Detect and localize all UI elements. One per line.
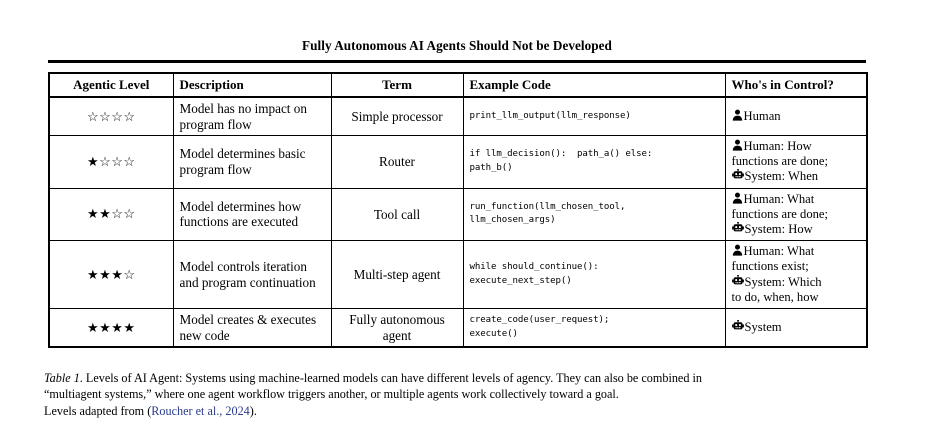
cell-agentic-level: ★★★☆ bbox=[48, 240, 174, 310]
control-entry-continuation: functions are done; bbox=[731, 154, 829, 169]
caption-line-3-prefix: Levels adapted from ( bbox=[44, 403, 152, 418]
column-header-example-code: Example Code bbox=[462, 72, 726, 98]
control-entry: Human: How bbox=[732, 139, 861, 154]
cell-term: Simple processor bbox=[330, 96, 464, 136]
person-icon bbox=[732, 109, 743, 121]
caption-line-3: Levels adapted from (Roucher et al., 202… bbox=[44, 403, 892, 419]
control-entry: System: Which bbox=[731, 274, 861, 290]
caption-line-2: “multiagent systems,” where one agent wo… bbox=[44, 387, 619, 402]
cell-whos-in-control: Human bbox=[724, 96, 868, 136]
control-entry-label: System: How bbox=[744, 222, 813, 237]
robot-icon bbox=[731, 274, 744, 287]
cell-description: Model creates & executes new code bbox=[172, 308, 332, 348]
cell-term: Multi-step agent bbox=[330, 240, 464, 310]
cell-example-code: while should_continue(): execute_next_st… bbox=[462, 240, 726, 310]
citation-link[interactable]: Roucher et al., 2024 bbox=[151, 403, 250, 418]
cell-example-code: print_llm_output(llm_response) bbox=[462, 96, 726, 136]
control-entry: Human: What bbox=[732, 192, 861, 207]
star-rating: ★★★☆ bbox=[86, 266, 136, 282]
cell-example-code: create_code(user_request); execute() bbox=[462, 308, 726, 348]
column-header-whos-in-control: Who's in Control? bbox=[724, 72, 868, 98]
caption-line-1: . Levels of AI Agent: Systems using mach… bbox=[79, 371, 702, 385]
star-rating: ★★☆☆ bbox=[86, 206, 136, 222]
agentic-levels-table: Agentic Level Description Term Example C… bbox=[48, 72, 868, 349]
control-entry-label: System bbox=[744, 319, 782, 334]
control-entry: System: How bbox=[731, 222, 861, 237]
control-entry-label: System: When bbox=[744, 169, 819, 184]
cell-agentic-level: ☆☆☆☆ bbox=[48, 96, 174, 136]
star-rating: ★☆☆☆ bbox=[86, 153, 136, 169]
control-entry-label: Human bbox=[743, 108, 781, 123]
column-header-term: Term bbox=[330, 72, 464, 98]
cell-description: Model determines how functions are execu… bbox=[172, 187, 332, 242]
control-entry: System: When bbox=[731, 169, 861, 184]
table-caption: Table 1. Levels of AI Agent: Systems usi… bbox=[44, 370, 892, 419]
agentic-levels-table-container: Agentic Level Description Term Example C… bbox=[48, 72, 868, 349]
control-entry-label: System: Which bbox=[744, 274, 822, 289]
star-rating: ★★★★ bbox=[86, 319, 136, 335]
caption-label: Table 1 bbox=[44, 371, 80, 385]
cell-description: Model determines basic program flow bbox=[172, 135, 332, 189]
control-entry-label: Human: What bbox=[743, 244, 815, 259]
cell-term: Tool call bbox=[330, 187, 464, 242]
cell-agentic-level: ★☆☆☆ bbox=[48, 135, 174, 189]
caption-line-3-suffix: ). bbox=[249, 403, 257, 418]
person-icon bbox=[732, 192, 743, 204]
table-row: ★★☆☆ Model determines how functions are e… bbox=[48, 187, 868, 242]
control-entry-label: Human: What bbox=[743, 191, 815, 206]
cell-example-code: run_function(llm_chosen_tool, llm_chosen… bbox=[462, 187, 726, 242]
robot-icon bbox=[731, 169, 744, 181]
control-entry: Human bbox=[732, 109, 861, 124]
cell-description: Model has no impact on program flow bbox=[172, 96, 332, 136]
control-entry: System bbox=[731, 319, 861, 335]
robot-icon bbox=[731, 222, 744, 234]
control-entry: Human: What bbox=[732, 244, 861, 259]
cell-term: Router bbox=[330, 135, 464, 189]
control-entry-continuation: functions exist; bbox=[731, 259, 809, 274]
column-header-agentic-level: Agentic Level bbox=[48, 72, 174, 98]
document-title-container: Fully Autonomous AI Agents Should Not be… bbox=[48, 38, 866, 54]
star-rating: ☆☆☆☆ bbox=[86, 108, 136, 124]
person-icon bbox=[732, 139, 743, 151]
title-horizontal-rule bbox=[48, 60, 866, 63]
cell-agentic-level: ★★★★ bbox=[48, 308, 174, 348]
table-row: ★★★☆ Model controls iteration and program… bbox=[48, 240, 868, 310]
person-icon bbox=[732, 244, 743, 256]
control-entry-continuation: to do, when, how bbox=[731, 289, 819, 304]
cell-term: Fully autonomous agent bbox=[330, 308, 464, 348]
control-entry-continuation: functions are done; bbox=[731, 206, 829, 221]
control-entry-label: Human: How bbox=[743, 139, 812, 153]
cell-description: Model controls iteration and program con… bbox=[172, 240, 332, 310]
cell-whos-in-control: System bbox=[724, 308, 868, 348]
column-header-description: Description bbox=[172, 72, 332, 98]
robot-icon bbox=[731, 319, 744, 332]
table-header-row: Agentic Level Description Term Example C… bbox=[48, 72, 868, 98]
cell-example-code: if llm_decision(): path_a() else: path_b… bbox=[462, 135, 726, 189]
table-header: Agentic Level Description Term Example C… bbox=[48, 72, 868, 98]
page-title: Fully Autonomous AI Agents Should Not be… bbox=[302, 38, 612, 53]
cell-agentic-level: ★★☆☆ bbox=[48, 187, 174, 242]
